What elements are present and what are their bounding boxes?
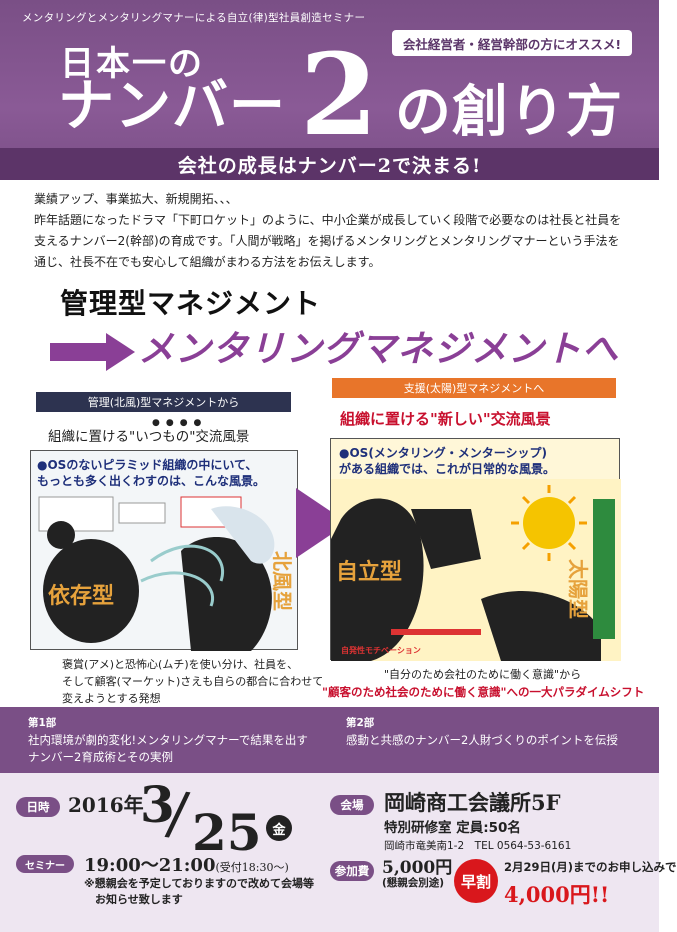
left-box-heading-line: ●OSのないピラミッド組織の中にいて、 bbox=[37, 458, 258, 472]
label-north-wind: 北風型 bbox=[270, 551, 294, 611]
part-label: 第1部 bbox=[28, 717, 57, 729]
venue-label: 会場 bbox=[330, 795, 374, 815]
right-panel-caption: 組織に置ける"新しい"交流風景 bbox=[340, 410, 551, 428]
heading-to: メンタリングマネジメントへ bbox=[138, 328, 620, 370]
right-quote-1: "自分のため会社のために働く意識"から bbox=[384, 668, 582, 681]
left-panel-illustration: ●OSのないピラミッド組織の中にいて、 もっとも多く出くわすのは、こんな風景。 … bbox=[30, 450, 298, 651]
eyebrow-text: メンタリングとメンタリングマナーによる自立(律)型社員創造セミナー bbox=[22, 12, 366, 24]
fee-note: (懇親会別途) bbox=[382, 877, 445, 889]
early-bird-price: 4,000円!! bbox=[504, 882, 610, 907]
program-parts: 第1部 社内環境が劇的変化!メンタリングマナーで結果を出す ナンバー2育成術とそ… bbox=[0, 707, 659, 773]
note-line: 変えようとする発想 bbox=[62, 692, 161, 705]
venue-address: 岡崎市竜美南1-2 TEL 0564-53-6161 bbox=[384, 840, 572, 852]
title-number: 2 bbox=[300, 30, 378, 161]
fee-amount: 5,000円 bbox=[382, 858, 453, 878]
part-1: 第1部 社内環境が劇的変化!メンタリングマナーで結果を出す ナンバー2育成術とそ… bbox=[28, 715, 328, 766]
intro-text: 業績アップ、事業拡大、新規開拓、、、 昨年話題になったドラマ「下町ロケット」のよ… bbox=[34, 189, 634, 273]
label-sun: 太陽型 bbox=[566, 559, 590, 619]
event-day: 25 bbox=[192, 803, 262, 862]
right-box-heading-line: ●OS(メンタリング・メンターシップ) bbox=[339, 446, 548, 460]
transition-arrow-icon bbox=[296, 488, 348, 558]
event-info: 日時 2016年 3 / 25 金 セミナー 19:00〜21:00(受付18:… bbox=[0, 773, 677, 932]
subtitle: 会社の成長はナンバー2で決まる! bbox=[177, 154, 482, 177]
left-box-heading-line: もっとも多く出くわすのは、こんな風景。 bbox=[37, 474, 266, 488]
note-line: 褒賞(アメ)と恐怖心(ムチ)を使い分け、社員を、 bbox=[62, 658, 299, 671]
part-text: ナンバー2育成術とその実例 bbox=[28, 750, 173, 764]
left-panel-note: 褒賞(アメ)と恐怖心(ムチ)を使い分け、社員を、 そして顧客(マーケット)さえも… bbox=[62, 656, 323, 707]
label-dependent: 依存型 bbox=[48, 583, 114, 609]
label-independent: 自立型 bbox=[336, 559, 402, 585]
arrow-right-icon bbox=[50, 333, 135, 371]
title-line2: ナンバー bbox=[58, 73, 286, 139]
header-banner: メンタリングとメンタリングマナーによる自立(律)型社員創造セミナー 会社経営者・… bbox=[0, 0, 659, 180]
part-2: 第2部 感動と共感のナンバー2人財づくりのポイントを伝授 bbox=[346, 715, 646, 749]
heading-from: 管理型マネジメント bbox=[60, 287, 322, 320]
emphasis-dots: ●●●● bbox=[152, 418, 208, 428]
note-line: そして顧客(マーケット)さえも自らの都合に合わせて bbox=[62, 675, 324, 688]
event-weekday: 金 bbox=[266, 815, 292, 841]
left-panel-band: 管理(北風)型マネジメントから bbox=[36, 392, 291, 412]
early-bird-badge: 早割 bbox=[454, 859, 498, 903]
venue-name: 岡崎商工会議所5F bbox=[384, 790, 561, 815]
left-box-heading: ●OSのないピラミッド組織の中にいて、 もっとも多く出くわすのは、こんな風景。 bbox=[37, 457, 265, 489]
north-wind-illustration-icon: 依存型 北風型 bbox=[38, 496, 294, 651]
time-range: 19:00〜21:00 bbox=[84, 855, 216, 876]
event-notes: ※懇親会を予定しておりますので改めて会場等 お知らせ致します bbox=[84, 876, 314, 908]
label-motivation: 自発性モチベーション bbox=[341, 645, 421, 655]
title-line1: 日本一の bbox=[60, 44, 204, 84]
fee-label: 参加費 bbox=[330, 861, 374, 881]
part-label: 第2部 bbox=[346, 717, 375, 729]
sun-illustration-icon: 自立型 太陽型 自発性モチベーション bbox=[331, 479, 621, 661]
note-line: ※懇親会を予定しておりますので改めて会場等 bbox=[84, 877, 315, 890]
early-bird-text: 2月29日(月)までのお申し込みで bbox=[504, 860, 677, 874]
right-box-heading-line: がある組織では、これが日常的な風景。 bbox=[339, 462, 556, 476]
event-time: 19:00〜21:00(受付18:30〜) bbox=[84, 851, 289, 877]
event-month: 3 bbox=[140, 775, 175, 834]
intro-line: 支えるナンバー2(幹部)の育成です。「人間が戦略」を掲げるメンタリングとメンタリ… bbox=[34, 234, 620, 248]
left-panel-caption: 組織に置ける"いつもの"交流風景 bbox=[48, 429, 250, 445]
venue-room: 特別研修室 定員:50名 bbox=[384, 820, 521, 836]
recommend-badge: 会社経営者・経営幹部の方にオススメ! bbox=[392, 30, 632, 56]
part-text: 感動と共感のナンバー2人財づくりのポイントを伝授 bbox=[346, 733, 618, 747]
right-quote-2: "顧客のため社会のために働く意識"への一大パラダイムシフト bbox=[322, 685, 645, 699]
intro-line: 通じ、社長不在でも安心して組織がまわる方法をお伝えします。 bbox=[34, 255, 381, 269]
title-line3: の創り方 bbox=[395, 79, 623, 145]
subtitle-band: 会社の成長はナンバー2で決まる! bbox=[0, 148, 659, 180]
note-line: お知らせ致します bbox=[95, 893, 183, 906]
right-panel-illustration: ●OS(メンタリング・メンターシップ) がある組織では、これが日常的な風景。 自… bbox=[330, 438, 621, 661]
time-note: (受付18:30〜) bbox=[215, 861, 289, 874]
right-box-heading: ●OS(メンタリング・メンターシップ) がある組織では、これが日常的な風景。 bbox=[339, 445, 555, 477]
seminar-label: セミナー bbox=[16, 855, 74, 873]
event-year: 2016年 bbox=[68, 793, 144, 817]
intro-line: 業績アップ、事業拡大、新規開拓、、、 bbox=[34, 192, 238, 206]
right-panel-band: 支援(太陽)型マネジメントへ bbox=[332, 378, 616, 398]
part-text: 社内環境が劇的変化!メンタリングマナーで結果を出す bbox=[28, 733, 308, 747]
date-label: 日時 bbox=[16, 797, 60, 817]
intro-line: 昨年話題になったドラマ「下町ロケット」のように、中小企業が成長していく段階で必要… bbox=[34, 213, 622, 227]
